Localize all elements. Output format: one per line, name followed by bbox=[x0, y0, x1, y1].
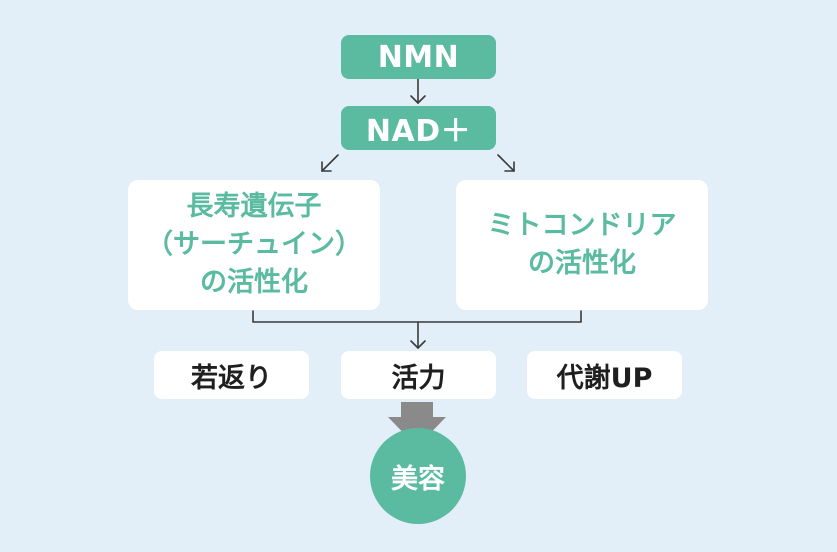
arrow-nad-to-mitochondria bbox=[497, 154, 515, 172]
arrow-nmn-to-nad-head bbox=[410, 95, 426, 104]
effect-rejuvenation: 若返り bbox=[154, 351, 309, 399]
effect-vitality: 活力 bbox=[341, 351, 496, 399]
nad-node: NAD＋ bbox=[341, 106, 496, 150]
sirtuin-line-1: 長寿遺伝子 bbox=[186, 191, 322, 222]
arrow-nad-to-sirtuin-head bbox=[321, 161, 332, 172]
sirtuin-line-3: の活性化 bbox=[200, 267, 308, 298]
beauty-result-circle: 美容 bbox=[370, 428, 466, 524]
mitochondria-activation-card: ミトコンドリア の活性化 bbox=[456, 180, 708, 310]
effect-metabolism-up: 代謝UP bbox=[527, 351, 682, 399]
arrow-merge-to-vitality-head bbox=[410, 340, 426, 349]
sirtuin-activation-card: 長寿遺伝子 （サーチュイン） の活性化 bbox=[128, 180, 380, 310]
arrow-nad-to-sirtuin bbox=[321, 154, 339, 172]
sirtuin-line-2: （サーチュイン） bbox=[146, 229, 362, 260]
arrow-nad-to-mitochondria-head bbox=[504, 161, 515, 172]
mitochondria-line-2: の活性化 bbox=[528, 248, 636, 279]
merge-bracket bbox=[252, 310, 582, 323]
nmn-node: NMN bbox=[341, 35, 496, 79]
mitochondria-line-1: ミトコンドリア bbox=[487, 210, 677, 241]
